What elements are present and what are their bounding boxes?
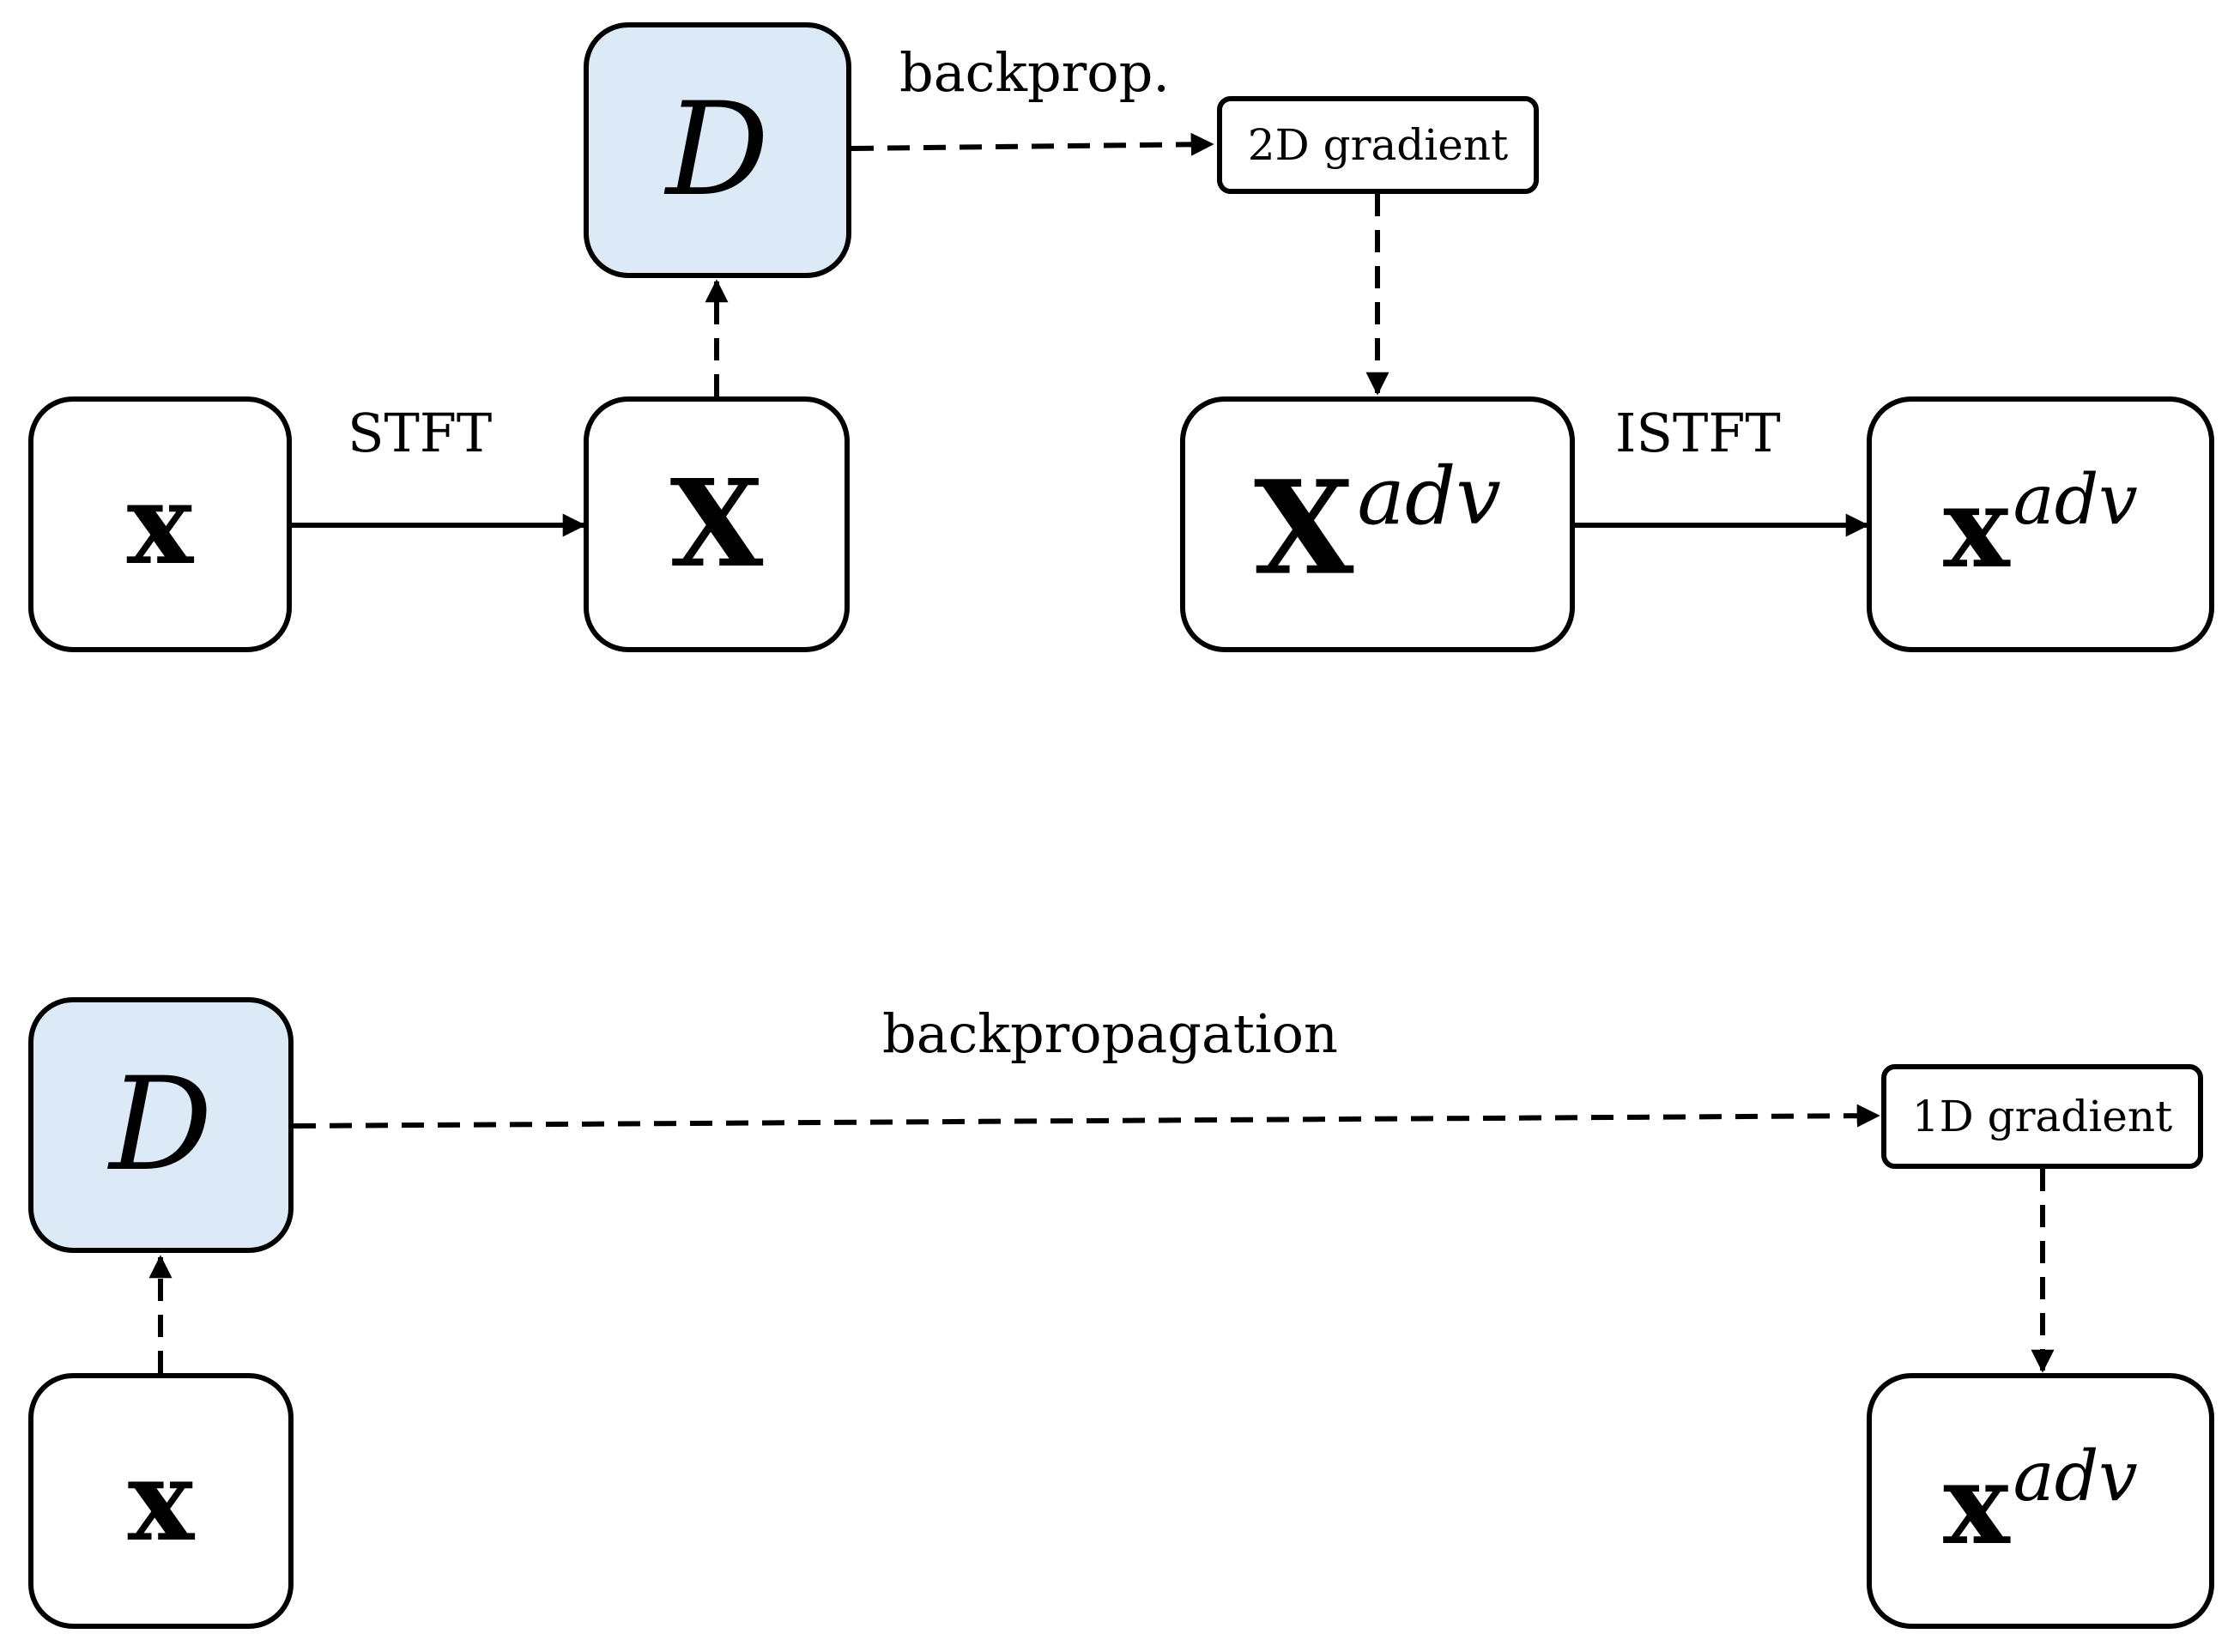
backprop-top-arrow [851,132,1214,156]
input-signal-box-top: x [28,396,292,652]
input-signal-symbol-bottom: x [127,1435,195,1566]
adversarial-signal-symbol-top: xadv [1943,465,2138,584]
backprop-short-label: backprop. [899,41,1170,104]
adv-signal-base-bottom: x [1943,1437,2010,1570]
adversarial-spectrogram-box: Xadv [1180,396,1575,652]
backpropagation-label: backpropagation [882,1002,1338,1065]
spectrogram-box: X [584,396,850,652]
adversarial-signal-symbol-bottom: xadv [1943,1442,2138,1560]
adv-spec-superscript: adv [1357,449,1501,542]
istft-label: ISTFT [1615,402,1781,464]
adv-signal-base-top: x [1943,461,2010,593]
adversarial-spectrogram-symbol: Xadv [1254,456,1501,592]
input-signal-box-bottom: x [28,1373,294,1629]
gradient-1d-box: 1D gradient [1881,1064,2203,1169]
adversarial-signal-box-top: xadv [1867,396,2214,652]
adv-signal-superscript-top: adv [2013,459,2138,541]
gradient-2d-label: 2D gradient [1247,120,1509,170]
detector-box-bottom: D [28,997,294,1253]
spectrogram-symbol: X [669,454,764,595]
input-signal-symbol: x [126,458,194,590]
adversarial-signal-box-bottom: xadv [1867,1373,2214,1629]
gradient-1d-label: 1D gradient [1911,1092,2173,1141]
adv-spec-base: X [1254,452,1354,604]
detector-symbol-bottom: D [109,1050,213,1200]
detector-symbol-top: D [665,76,770,225]
detector-box-top: D [584,22,851,278]
gradient-2d-box: 2D gradient [1217,96,1539,194]
backprop-bottom-arrow [293,1104,1880,1129]
stft-label: STFT [348,402,493,464]
adv-signal-superscript-bottom: adv [2013,1436,2138,1517]
